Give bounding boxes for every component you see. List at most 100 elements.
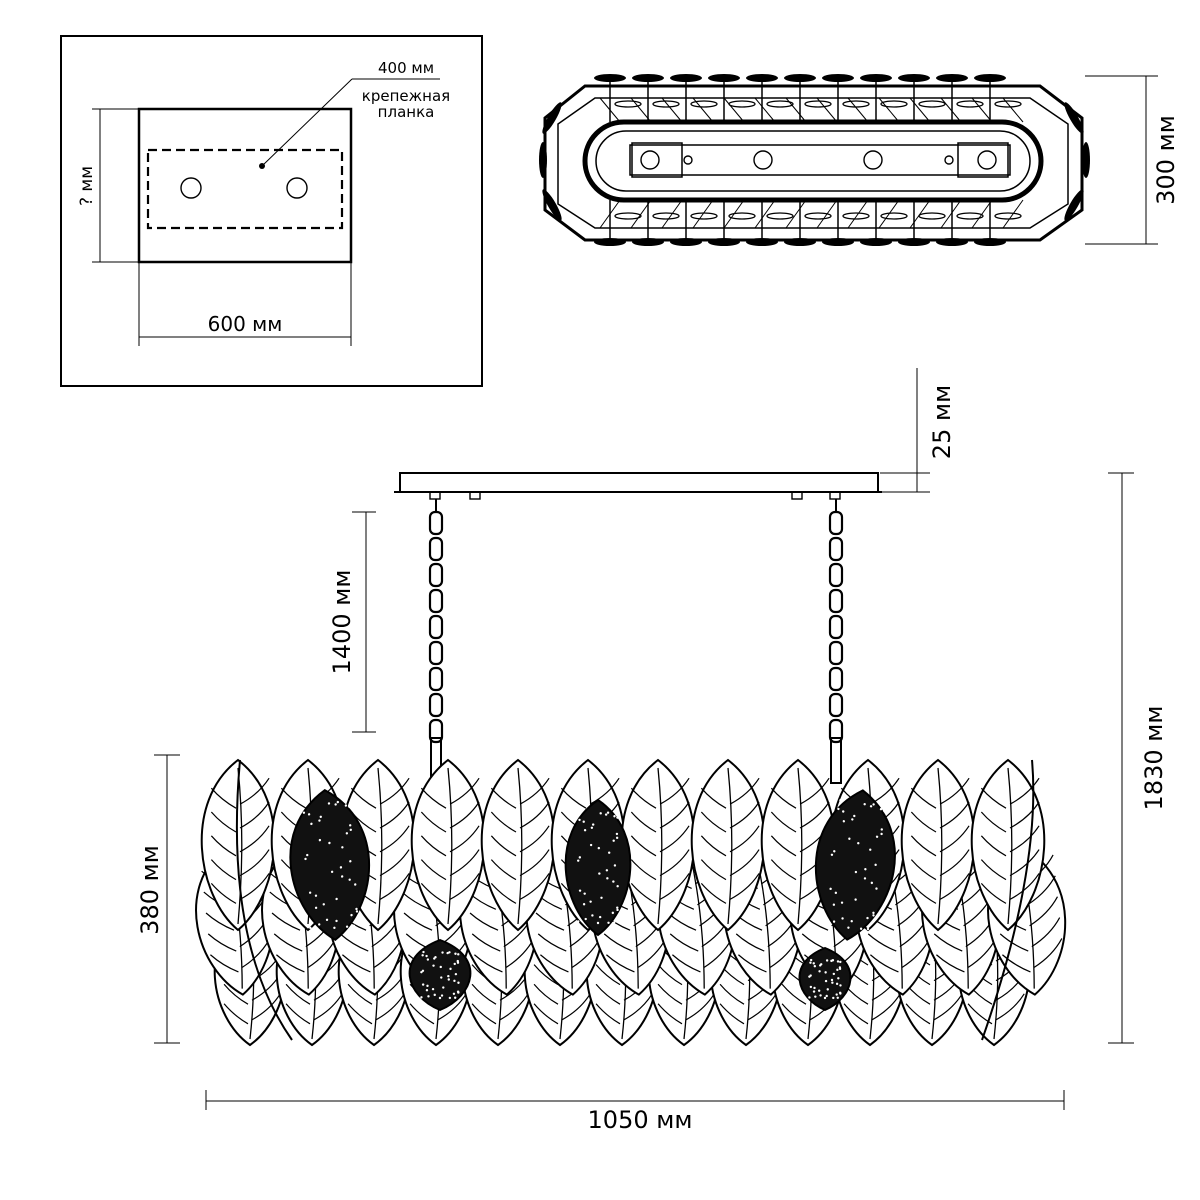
top-frame-strut bbox=[630, 97, 652, 123]
top-view-outer-ring bbox=[543, 84, 1084, 242]
mounting-hole-left bbox=[180, 177, 202, 199]
top-leaf-inner bbox=[766, 100, 794, 108]
bulb-socket-1 bbox=[640, 150, 660, 170]
crystal-leaf bbox=[410, 758, 486, 932]
top-view-central-bar bbox=[629, 144, 1011, 176]
top-leaf-inner bbox=[956, 100, 984, 108]
top-view-holder-right bbox=[957, 142, 1009, 178]
top-frame-strut bbox=[692, 97, 714, 123]
top-end-leaf bbox=[542, 189, 562, 221]
strip-leader-line bbox=[261, 78, 353, 167]
top-leaf-inner bbox=[842, 212, 870, 220]
top-view-crystal-leaves bbox=[539, 74, 1090, 246]
top-frame-strut bbox=[754, 199, 776, 229]
top-frame-strut bbox=[816, 97, 838, 123]
dark-crystal-leaf bbox=[814, 789, 896, 941]
strip-length-label: 400 мм bbox=[378, 59, 434, 77]
top-frame-strut bbox=[940, 199, 962, 229]
top-leaf-inner bbox=[728, 212, 756, 220]
ceiling-canopy bbox=[399, 472, 879, 493]
top-frame-strut bbox=[661, 199, 683, 229]
top-leaf-inner bbox=[804, 212, 832, 220]
chain-link bbox=[828, 666, 844, 692]
ceiling-plate-view: 400 мм крепежная планка ? мм 600 мм bbox=[60, 35, 483, 387]
strip-caption-line1: крепежная bbox=[362, 87, 450, 105]
canopy-screw-4 bbox=[829, 491, 841, 500]
top-view-inner-ring bbox=[557, 97, 1069, 229]
top-leaf-inner bbox=[728, 100, 756, 108]
top-end-leaf bbox=[1082, 142, 1090, 178]
top-frame-strut bbox=[785, 97, 807, 123]
dark-crystal-leaf bbox=[289, 789, 370, 942]
top-frame-strut bbox=[940, 97, 962, 123]
crystal-leaf bbox=[970, 758, 1046, 932]
canopy-screw-2 bbox=[469, 491, 481, 500]
top-frame-strut bbox=[971, 199, 993, 229]
top-frame-strut bbox=[599, 199, 621, 229]
top-end-leaf bbox=[1064, 102, 1084, 134]
top-frame-strut bbox=[847, 199, 869, 229]
suspension-chain-left bbox=[428, 499, 444, 784]
chain-link bbox=[428, 666, 444, 692]
top-leaf-inner bbox=[804, 100, 832, 108]
chain-link bbox=[428, 640, 444, 666]
plate-height-label: ? мм bbox=[77, 166, 97, 206]
top-leaf-inner bbox=[880, 212, 908, 220]
dark-crystal-leaf bbox=[798, 946, 852, 1012]
bulb-socket-2 bbox=[753, 150, 773, 170]
top-frame-strut bbox=[754, 97, 776, 123]
chain-link bbox=[828, 640, 844, 666]
top-frame-strut bbox=[816, 199, 838, 229]
chain-link bbox=[828, 718, 844, 744]
dark-crystal-leaf bbox=[564, 798, 632, 937]
top-frame-strut bbox=[630, 199, 652, 229]
chain-link bbox=[828, 510, 844, 536]
bulb-socket-4 bbox=[977, 150, 997, 170]
top-view-holder-left bbox=[631, 142, 683, 178]
top-view-inner-frame-line bbox=[595, 130, 1031, 192]
top-end-leaf bbox=[542, 102, 562, 134]
top-frame-strut bbox=[847, 97, 869, 123]
chain-link bbox=[428, 692, 444, 718]
top-view-inner-frame bbox=[582, 119, 1044, 203]
chain-link bbox=[428, 510, 444, 536]
top-leaf-inner bbox=[690, 100, 718, 108]
bar-fixing-left bbox=[683, 155, 693, 165]
top-frame-strut bbox=[785, 199, 807, 229]
top-frame-strut bbox=[692, 199, 714, 229]
top-depth-label: 300 мм bbox=[1152, 115, 1180, 205]
top-leaf-inner bbox=[880, 100, 908, 108]
top-frame-strut bbox=[909, 199, 931, 229]
top-frame-strut bbox=[878, 199, 900, 229]
top-frame-strut bbox=[723, 97, 745, 123]
suspension-chain-right bbox=[828, 499, 844, 784]
chain-link bbox=[428, 562, 444, 588]
top-leaf-inner bbox=[994, 212, 1022, 220]
plate-view-frame bbox=[60, 35, 483, 387]
chain-link bbox=[428, 588, 444, 614]
bar-fixing-right bbox=[944, 155, 954, 165]
top-end-leaf bbox=[1064, 189, 1084, 221]
strip-caption-line2: планка bbox=[378, 103, 435, 121]
chain-link bbox=[828, 536, 844, 562]
ceiling-plate-outline bbox=[137, 107, 353, 264]
top-leaf-inner bbox=[652, 100, 680, 108]
front-view: 25 мм 1400 мм 1830 мм 380 мм 1050 мм bbox=[136, 368, 1168, 1134]
chain-link bbox=[428, 718, 444, 744]
top-frame-strut bbox=[1002, 97, 1024, 123]
chain-length-label: 1400 мм bbox=[328, 570, 356, 675]
plate-width-label: 600 мм bbox=[208, 312, 283, 336]
chain-link bbox=[828, 692, 844, 718]
canopy-screw-1 bbox=[429, 491, 441, 500]
bulb-socket-3 bbox=[863, 150, 883, 170]
top-leaf-inner bbox=[614, 100, 642, 108]
mounting-hole-right bbox=[286, 177, 308, 199]
top-leaf-inner bbox=[918, 212, 946, 220]
chain-link bbox=[428, 614, 444, 640]
crystal-leaf bbox=[900, 758, 976, 932]
crystal-leaf-body bbox=[195, 758, 1067, 1047]
chain-link bbox=[828, 614, 844, 640]
top-leaf-inner bbox=[842, 100, 870, 108]
top-leaf-inner bbox=[652, 212, 680, 220]
total-height-label: 1830 мм bbox=[1140, 706, 1168, 811]
